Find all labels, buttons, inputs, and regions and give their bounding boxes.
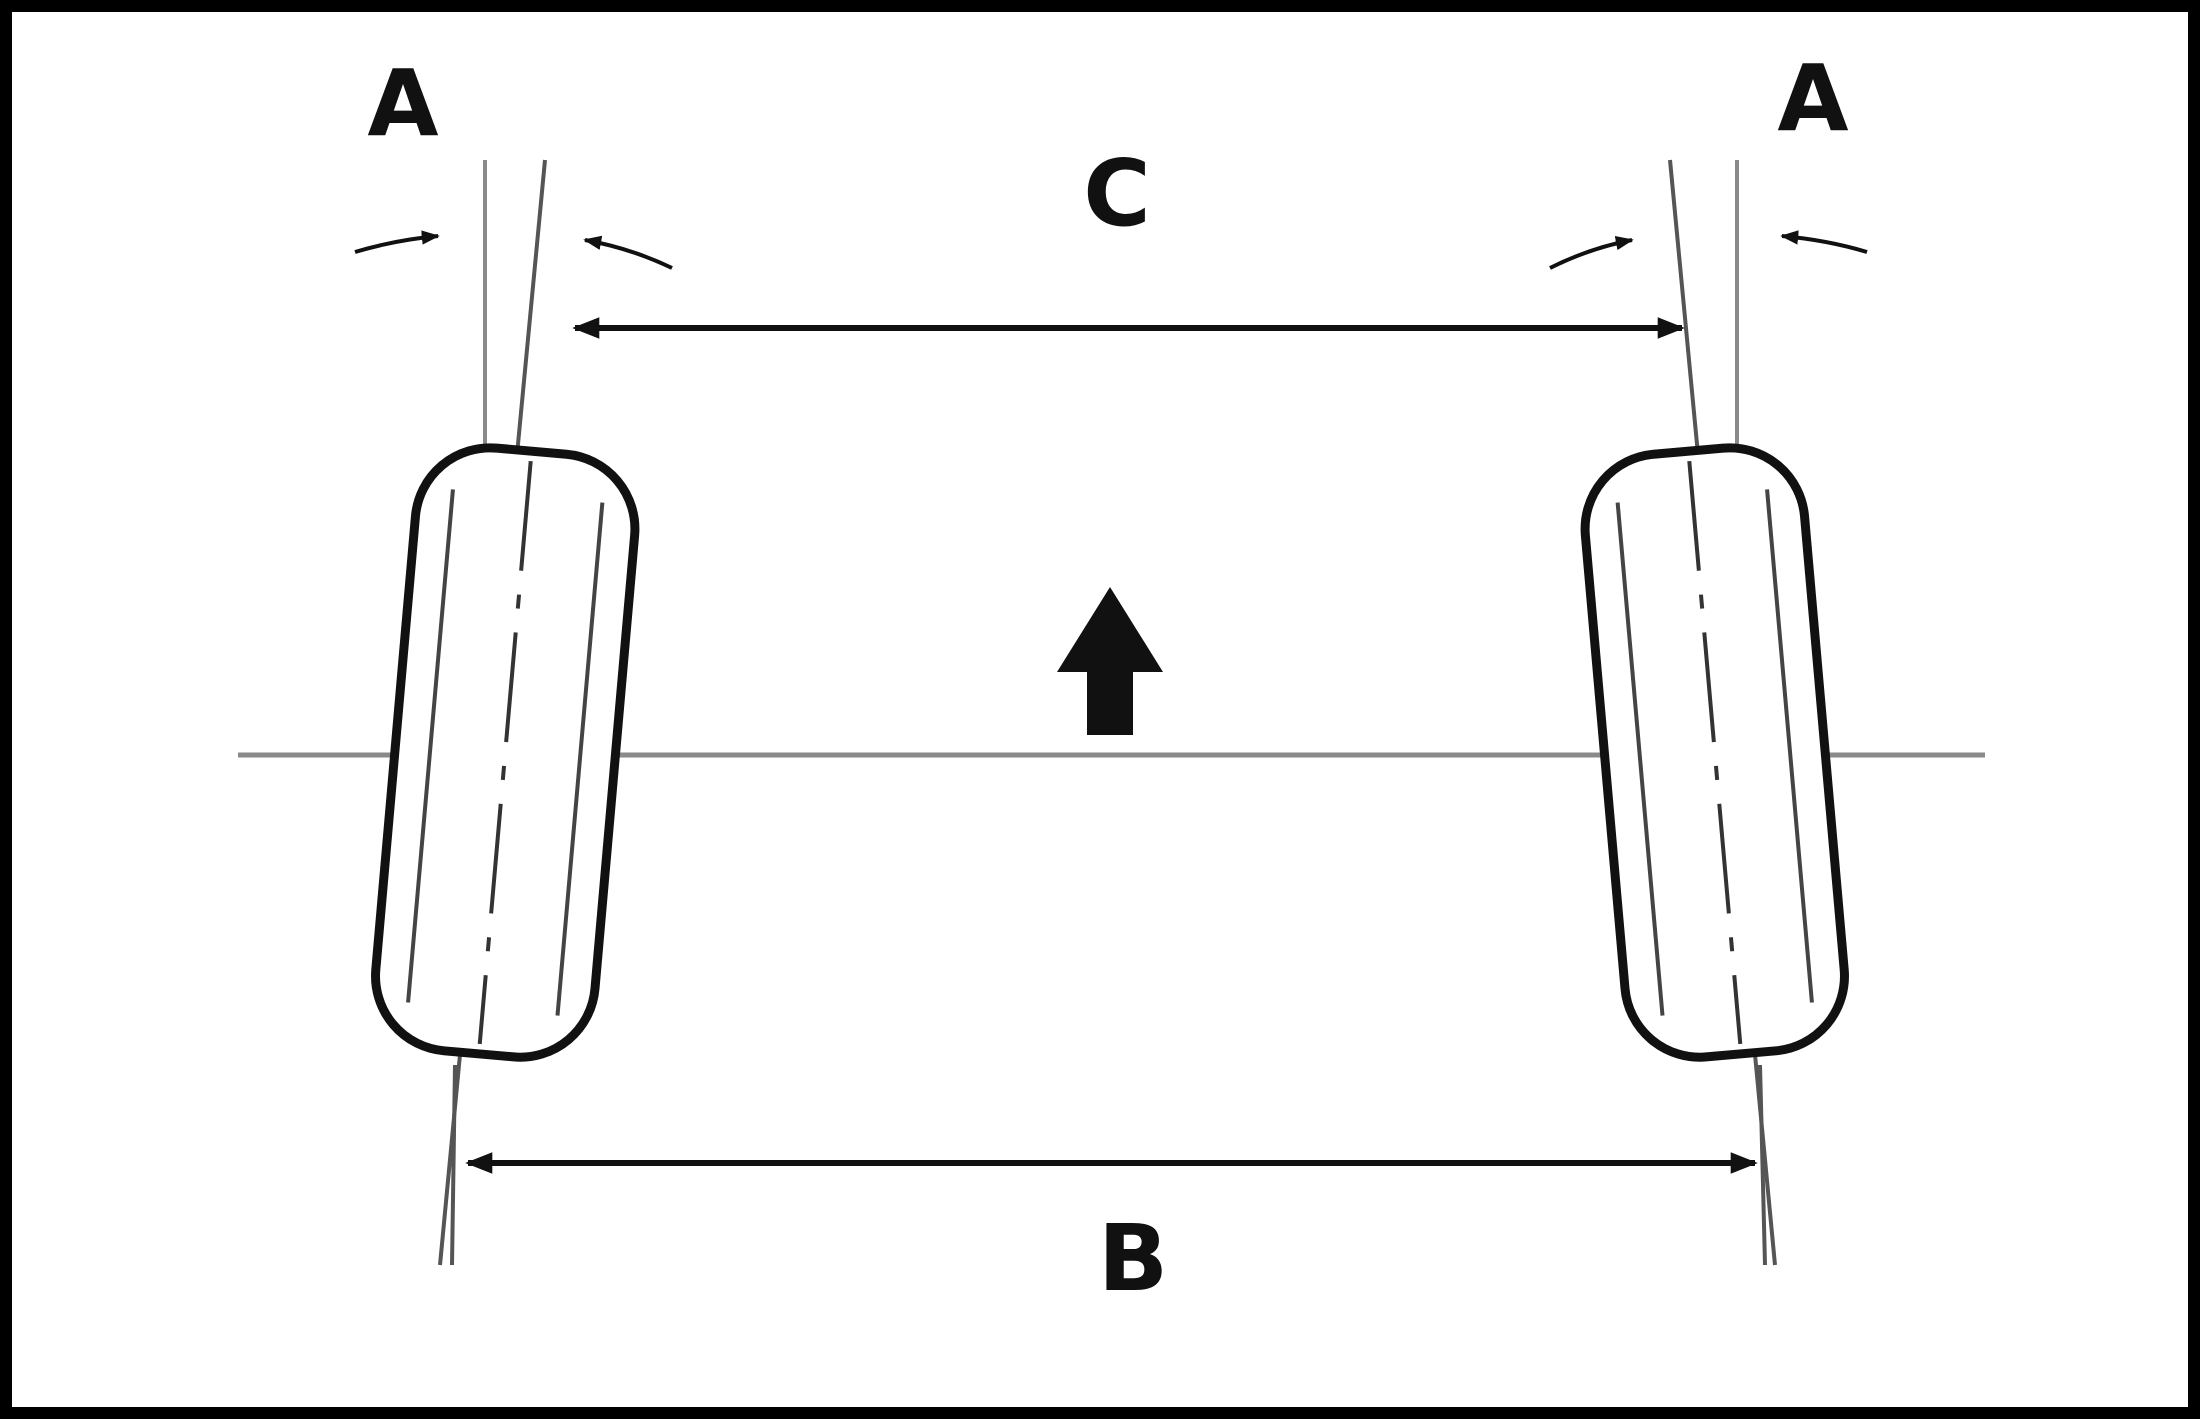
left-angle-arc-left bbox=[354, 230, 440, 254]
right-wheel-group bbox=[1549, 159, 1868, 1266]
label-a-right: A bbox=[1777, 45, 1848, 152]
right-angle-arc-right bbox=[1780, 230, 1868, 254]
label-a-left: A bbox=[367, 50, 438, 157]
left-wheel bbox=[371, 443, 640, 1062]
label-c: C bbox=[1083, 140, 1151, 247]
right-tread-line-outer bbox=[1765, 489, 1814, 1003]
right-wheel-center-dash bbox=[1687, 460, 1743, 1045]
right-angle-arc-left bbox=[1549, 235, 1634, 270]
left-angle-arc-right bbox=[583, 235, 673, 270]
label-b: B bbox=[1098, 1205, 1168, 1312]
arrow-up-icon bbox=[1057, 587, 1163, 735]
left-tread-line-outer bbox=[406, 489, 455, 1003]
left-wheel-group bbox=[354, 159, 673, 1266]
left-tread-line-inner bbox=[555, 502, 605, 1016]
left-wheel-centerline-lower bbox=[450, 1064, 457, 1266]
right-tread-line-inner bbox=[1615, 502, 1665, 1016]
right-wheel bbox=[1580, 443, 1849, 1062]
right-wheel-centerline-lower bbox=[1758, 1064, 1767, 1266]
left-wheel-center-dash bbox=[477, 460, 533, 1045]
left-tire-outer bbox=[371, 443, 640, 1062]
right-tire-outer bbox=[1580, 443, 1849, 1062]
